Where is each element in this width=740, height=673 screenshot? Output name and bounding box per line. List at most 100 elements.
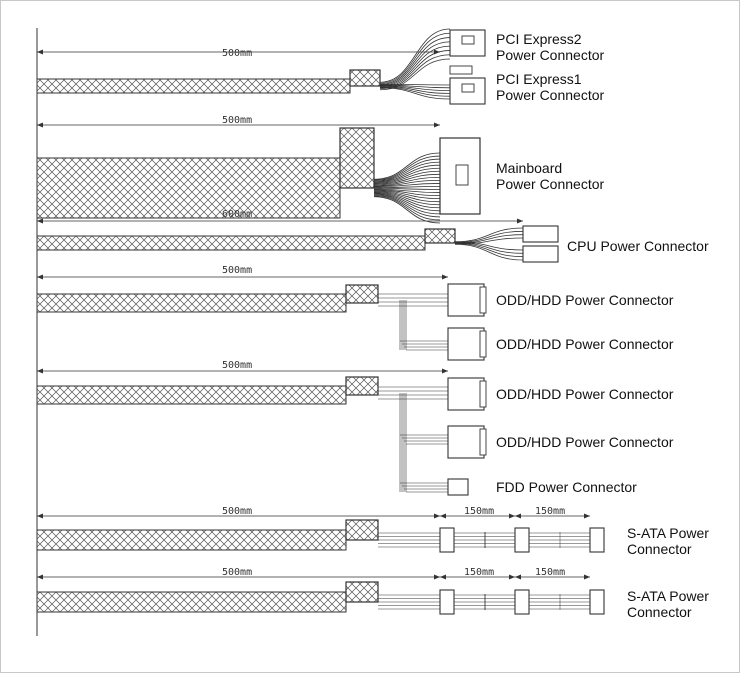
wires-mainboard-22 [373, 195, 441, 221]
label-fdd: FDD Power Connector [496, 479, 637, 495]
connector-odd1-a-tab [479, 286, 487, 314]
wires-pcie1-2 [379, 85, 451, 91]
dim-mainboard-arrow-l [37, 122, 43, 128]
wires-pcie1-4 [379, 86, 451, 97]
sleeve-odd1 [36, 293, 347, 313]
dim-cpu-arrow-l [37, 218, 43, 224]
connector-odd1-a [447, 283, 485, 317]
connector-sata2-b [514, 589, 530, 615]
sleeve-cpu [36, 235, 426, 251]
wires-mainboard-11 [373, 186, 441, 189]
dim-mainboard-arrow-r [434, 122, 440, 128]
wires-mainboard-8 [373, 176, 441, 186]
label-odd2-b: ODD/HDD Power Connector [496, 434, 674, 450]
dim-sata2-seg1-arrow-l [440, 574, 446, 580]
wires-pcie2-3 [379, 41, 451, 86]
wires-mainboard-6 [373, 170, 441, 185]
connector-odd2-a-tab [479, 380, 487, 408]
connector-fdd [447, 478, 469, 496]
wires-pcie1-5 [379, 87, 451, 100]
length-label-sata2: 500mm [222, 567, 252, 578]
label-odd1-a: ODD/HDD Power Connector [496, 292, 674, 308]
connector-sata1-b [514, 527, 530, 553]
length-label-sata1-seg1: 150mm [464, 506, 494, 517]
wires-pcie2-7 [379, 58, 451, 91]
wires-pcie1-1 [379, 84, 451, 89]
wires-cpu-a-0 [454, 227, 524, 243]
clamp-mainboard [339, 127, 375, 189]
clamp-sata2 [345, 581, 379, 603]
dim-cpu-arrow-r [517, 218, 523, 224]
clamp-odd2 [345, 376, 379, 396]
wires-cpu-b-1 [454, 242, 524, 254]
clamp-sata1 [345, 519, 379, 541]
connector-mainboard-latch [455, 164, 469, 186]
wires-mainboard-0 [373, 152, 441, 180]
label-sata2-line2: Connector [627, 604, 692, 620]
connector-sata2-c [589, 589, 605, 615]
connector-odd2-b-tab [479, 428, 487, 456]
connector-pcie2-latch [461, 35, 475, 45]
dim-sata1-seg2-arrow-l [515, 513, 521, 519]
label-pcie1-line2: Power Connector [496, 87, 605, 103]
wires-pcie2-1 [379, 32, 451, 84]
label-pcie2-line1: PCI Express2 [496, 31, 582, 47]
length-label-sata1-seg2: 150mm [535, 506, 565, 517]
dim-sata1-seg1-arrow-l [440, 513, 446, 519]
wires-mainboard-17 [373, 191, 441, 206]
length-label-pcie: 500mm [222, 48, 252, 59]
wires-mainboard-15 [373, 190, 441, 200]
dim-odd2-arrow-r [442, 368, 448, 374]
dim-sata1-seg1-arrow-r [509, 513, 515, 519]
wires-mainboard-16 [373, 191, 441, 203]
sleeve-odd2 [36, 385, 347, 405]
wires-mainboard-10 [373, 183, 441, 188]
wires-mainboard-12 [373, 187, 441, 190]
length-label-sata1: 500mm [222, 506, 252, 517]
dim-odd1-arrow-l [37, 274, 43, 280]
length-label-mainboard: 500mm [222, 115, 252, 126]
wires-mainboard-13 [373, 188, 441, 193]
connector-sata1-a [439, 527, 455, 553]
dim-sata1-seg2-arrow-r [584, 513, 590, 519]
label-cpu: CPU Power Connector [567, 238, 709, 254]
wires-mainboard-5 [373, 167, 441, 184]
sleeve-sata1 [36, 529, 347, 551]
dim-odd1-arrow-r [442, 274, 448, 280]
length-label-odd1: 500mm [222, 265, 252, 276]
wires-mainboard-4 [373, 164, 441, 183]
wires-pcie2-2 [379, 37, 451, 85]
sleeve-pcie [36, 78, 351, 94]
wires-pcie2-0 [379, 28, 451, 83]
clamp-odd1 [345, 284, 379, 304]
connector-odd2-b [447, 425, 485, 459]
wires-mainboard-9 [373, 179, 441, 187]
length-label-sata2-seg1: 150mm [464, 567, 494, 578]
connector-pcie1-latch [461, 83, 475, 93]
length-label-odd2: 500mm [222, 360, 252, 371]
connector-pcie1-clip [449, 65, 473, 75]
label-sata2-line1: S-ATA Power [627, 588, 709, 604]
sleeve-mainboard [36, 157, 341, 219]
label-odd1-b: ODD/HDD Power Connector [496, 336, 674, 352]
wires-mainboard-23 [373, 196, 441, 224]
label-mainboard-line2: Power Connector [496, 176, 605, 192]
wires-mainboard-18 [373, 192, 441, 209]
connector-sata2-a [439, 589, 455, 615]
wires-mainboard-19 [373, 193, 441, 212]
wires-cpu-b-2 [454, 243, 524, 258]
label-sata1-line1: S-ATA Power [627, 525, 709, 541]
dim-pcie-arrow-l [37, 49, 43, 55]
connector-odd1-b-tab [479, 330, 487, 358]
connector-sata1-c [589, 527, 605, 553]
dim-sata2-seg1-arrow-r [509, 574, 515, 580]
label-mainboard-line1: Mainboard [496, 160, 562, 176]
label-pcie1-line1: PCI Express1 [496, 71, 582, 87]
connector-cpu-a [522, 225, 559, 243]
dim-odd2-arrow-l [37, 368, 43, 374]
connector-odd1-b [447, 327, 485, 361]
dim-sata1-arrow-r [434, 513, 440, 519]
wires-mainboard-2 [373, 158, 441, 182]
